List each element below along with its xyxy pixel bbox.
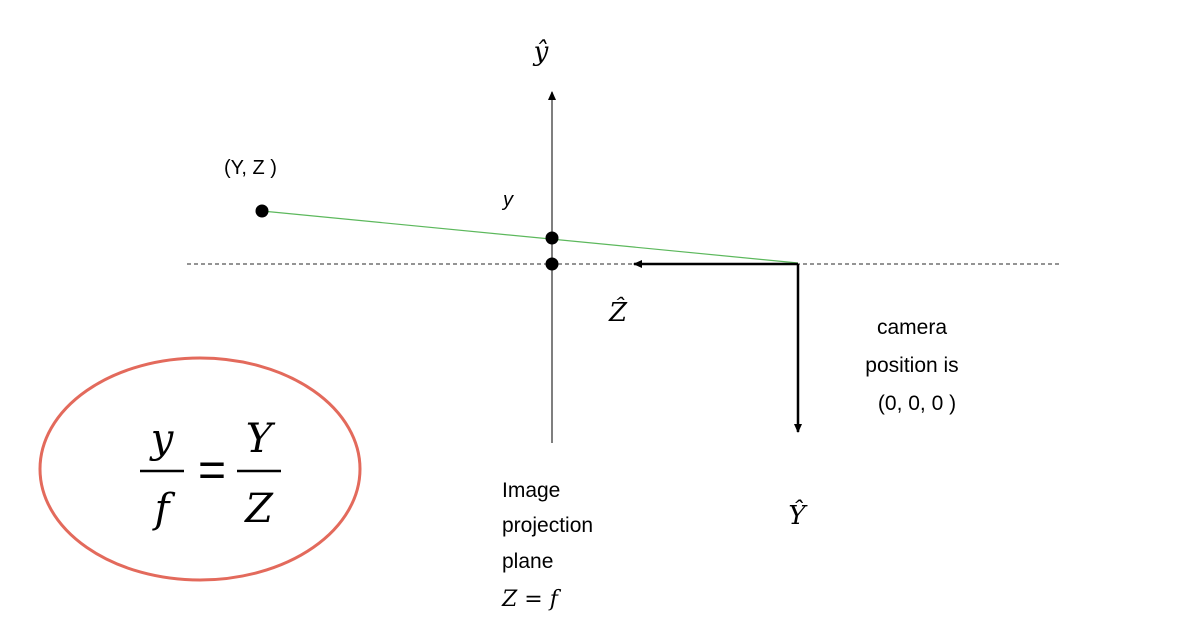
formula-right-denominator: Z xyxy=(243,486,274,532)
plane-equation: Z = f xyxy=(501,587,562,612)
image-point-dot xyxy=(545,231,559,245)
camera-label-line3: (0, 0, 0 ) xyxy=(878,392,956,415)
y-hat-label: ŷ xyxy=(533,37,549,67)
Y-hat-label: Ŷ xyxy=(788,499,808,531)
formula-left-denominator: f xyxy=(152,486,176,532)
plane-label-line3: plane xyxy=(502,550,553,573)
plane-label-line1: Image xyxy=(502,479,560,502)
formula-right-numerator: Y xyxy=(246,416,276,462)
projection-ray xyxy=(261,210,799,264)
camera-label-line1: camera xyxy=(877,316,947,339)
camera-label-line2: position is xyxy=(865,354,958,377)
z-hat-label: Ẑ xyxy=(608,296,628,328)
y-label: y xyxy=(501,189,514,211)
world-point-label: (Y, Z ) xyxy=(224,157,277,179)
formula-ellipse xyxy=(38,356,362,582)
principal-point-dot xyxy=(545,257,559,271)
plane-label-line2: projection xyxy=(502,514,593,537)
formula-equals: = xyxy=(198,444,226,497)
world-point-dot xyxy=(255,204,269,218)
formula-left-numerator: y xyxy=(149,416,175,462)
